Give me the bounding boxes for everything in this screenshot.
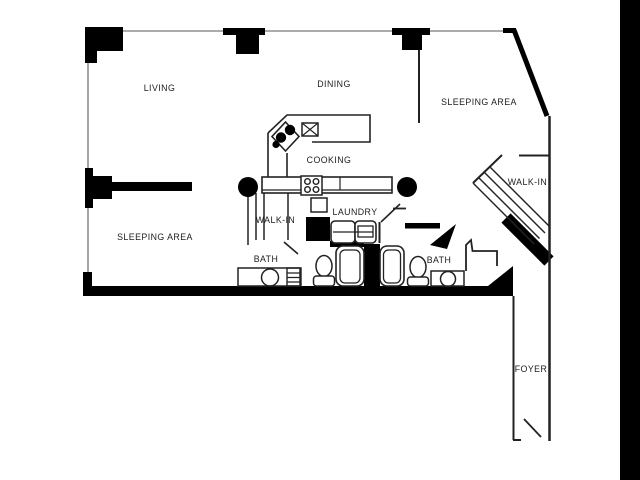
label-dining: DINING [317,79,351,89]
toilet-icon [406,255,430,287]
laundry-area [310,197,377,244]
burner [284,124,296,136]
sleeping-partition-wall [112,182,192,191]
toilet-tank [406,276,430,287]
bottom-wall-wedge [488,266,513,296]
edge-letterbox-bar [620,0,640,480]
laundry-door-swing-icon [380,203,401,223]
walkin-left-walls [247,193,299,255]
outer-walls [87,30,504,273]
tub-inner [382,249,402,284]
label-bath-left: BATH [254,254,279,264]
linen-shelves-icon [286,267,302,287]
toilet-bowl [315,254,333,278]
top-column-2-stem [402,34,422,50]
bath2-door-leaf [430,224,456,249]
label-laundry: LAUNDRY [332,207,377,217]
label-foyer: FOYER [515,364,548,374]
bath-right [379,245,465,288]
tub-outer [379,245,405,287]
bathtub-icon [335,245,365,287]
left-wall-column [85,168,93,208]
label-walkin-left: WALK-IN [256,215,295,225]
round-column-icon [238,177,258,197]
inter-bath-wall [364,244,380,288]
bathtub-icon [379,245,405,287]
closet-hatch-icon [472,166,550,245]
toilet-bowl [409,255,427,279]
corner-column [85,27,123,63]
bottom-left-corner [83,272,92,296]
bath2-walls [465,238,498,271]
bath-left [237,245,365,287]
interior-walls [247,50,551,441]
bottom-wall [85,286,489,296]
hatch-line [472,182,535,245]
toilet-icon [312,254,336,287]
foyer-door-swing-icon [523,418,542,438]
room-labels: LIVING DINING SLEEPING AREA SLEEPING ARE… [117,79,547,374]
top-right-wall-end [503,28,516,33]
left-wall-column-block [93,176,112,199]
label-sleeping-left: SLEEPING AREA [117,232,193,242]
vanity-sink-icon [439,270,457,288]
top-column-2 [392,28,430,35]
burner [272,140,280,149]
bath1-door-swing-icon [283,241,299,255]
kitchen-counter-top [267,114,371,143]
kitchen-counter-lower [261,176,393,194]
stove-icon [300,175,323,196]
top-column [223,28,265,35]
round-column-icon [397,177,417,197]
round-columns [238,177,417,197]
laundry-wall-chunk [306,217,330,241]
shelf-lines [287,272,301,283]
stove-burner [312,185,320,193]
diagonal-exterior-wall [511,29,550,117]
label-sleeping-right: SLEEPING AREA [441,97,517,107]
cooktop-icon [270,120,301,153]
label-living: LIVING [144,83,176,93]
stove-body [300,175,323,196]
stove-burner [304,177,312,185]
kitchen-sink-icon [301,122,319,137]
hatch-line [483,171,546,234]
walkin-right-entry-wall [472,154,503,184]
stove-burner [312,177,320,185]
stove-burner [304,185,312,193]
bath2-top-wall [405,223,440,229]
outer-wall-lines [87,30,504,273]
tub-outer [335,245,365,287]
utility-box [310,197,328,213]
sink-x [301,122,319,137]
label-bath-right: BATH [427,255,452,265]
top-column-stem [236,34,259,54]
burner [275,132,287,143]
hatch-line [489,166,550,227]
foyer-diagonal-wall [501,213,554,266]
label-walkin-right: WALK-IN [508,177,547,187]
kitchen [261,114,393,196]
hatch-line [478,177,540,239]
tub-head-wall [330,241,364,247]
label-cooking: COOKING [307,155,352,165]
structural-walls [83,27,554,296]
tub-inner [339,249,361,284]
toilet-tank [312,275,336,287]
vanity-sink-icon [260,268,280,287]
